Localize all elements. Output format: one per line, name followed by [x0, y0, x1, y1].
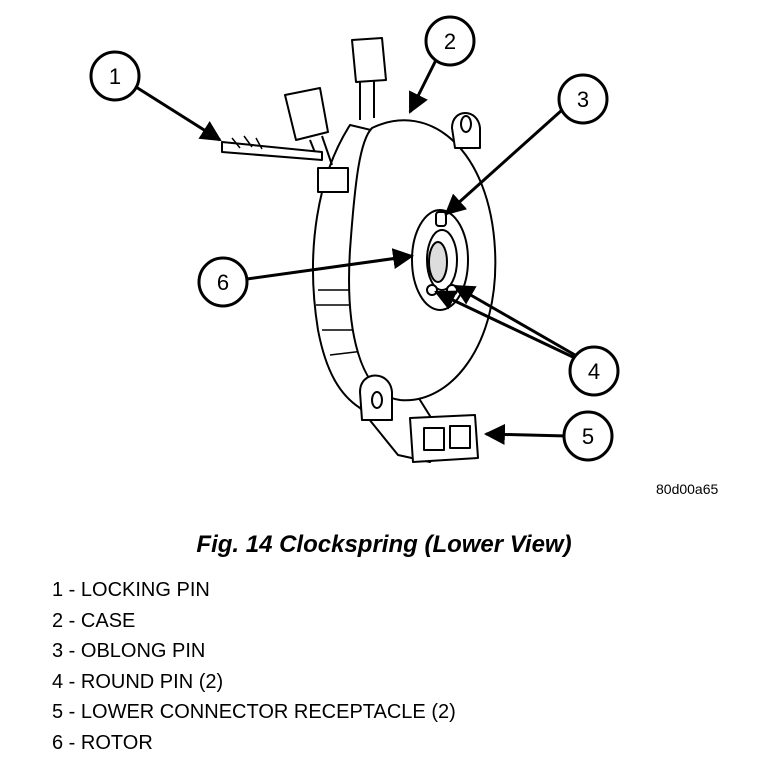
leader-4a [453, 284, 576, 357]
legend-sep: - [63, 701, 81, 723]
legend-list: 1 - LOCKING PIN 2 - CASE 3 - OBLONG PIN … [52, 575, 456, 758]
svg-text:4: 4 [588, 359, 600, 384]
clockspring-illustration: 1 2 3 4 5 6 [89, 15, 620, 463]
legend-num: 3 [52, 640, 64, 662]
legend-sep: - [63, 731, 81, 754]
legend-item: 5 - LOWER CONNECTOR RECEPTACLE (2) [52, 697, 456, 728]
clockspring-body [221, 37, 497, 463]
legend-num: 4 [52, 670, 64, 693]
svg-text:1: 1 [109, 64, 121, 89]
svg-text:6: 6 [217, 270, 229, 295]
figure-code: 80d00a65 [656, 481, 719, 497]
svg-text:5: 5 [582, 424, 594, 449]
leader-2 [408, 55, 440, 114]
callout-6: 6 [197, 256, 249, 308]
callout-4: 4 [568, 345, 620, 397]
callout-3: 3 [557, 73, 609, 125]
legend-num: 2 [52, 609, 64, 632]
legend-label: CASE [80, 609, 136, 632]
legend-item: 4 - ROUND PIN (2) [52, 667, 456, 698]
legend-sep: - [63, 609, 81, 632]
legend-item: 2 - CASE [52, 606, 456, 637]
legend-num: 1 [52, 579, 64, 601]
legend-sep: - [63, 640, 81, 662]
legend-label: LOWER CONNECTOR RECEPTACLE (2) [80, 701, 456, 723]
svg-text:3: 3 [577, 87, 589, 112]
figure-caption: Fig. 14 Clockspring (Lower View) [196, 531, 572, 558]
leader-5 [483, 423, 568, 445]
leader-3 [444, 108, 564, 216]
callout-5: 5 [562, 410, 614, 462]
legend-num: 5 [52, 701, 64, 723]
legend-item: 3 - OBLONG PIN [52, 636, 456, 667]
legend-item: 6 - ROTOR [52, 728, 456, 758]
legend-label: ROTOR [80, 731, 153, 754]
legend-sep: - [63, 579, 81, 601]
leader-1 [135, 85, 222, 142]
callout-1: 1 [89, 50, 141, 102]
legend-item: 1 - LOCKING PIN [52, 575, 456, 606]
leader-4b [434, 290, 576, 360]
svg-text:2: 2 [444, 29, 456, 54]
legend-label: ROUND PIN (2) [80, 670, 224, 693]
legend-sep: - [63, 670, 81, 693]
legend-label: OBLONG PIN [80, 640, 206, 662]
legend-label: LOCKING PIN [80, 579, 210, 601]
leader-6 [246, 248, 415, 281]
leader-lines [135, 55, 576, 445]
legend-num: 6 [52, 731, 64, 754]
callout-2: 2 [424, 15, 476, 67]
